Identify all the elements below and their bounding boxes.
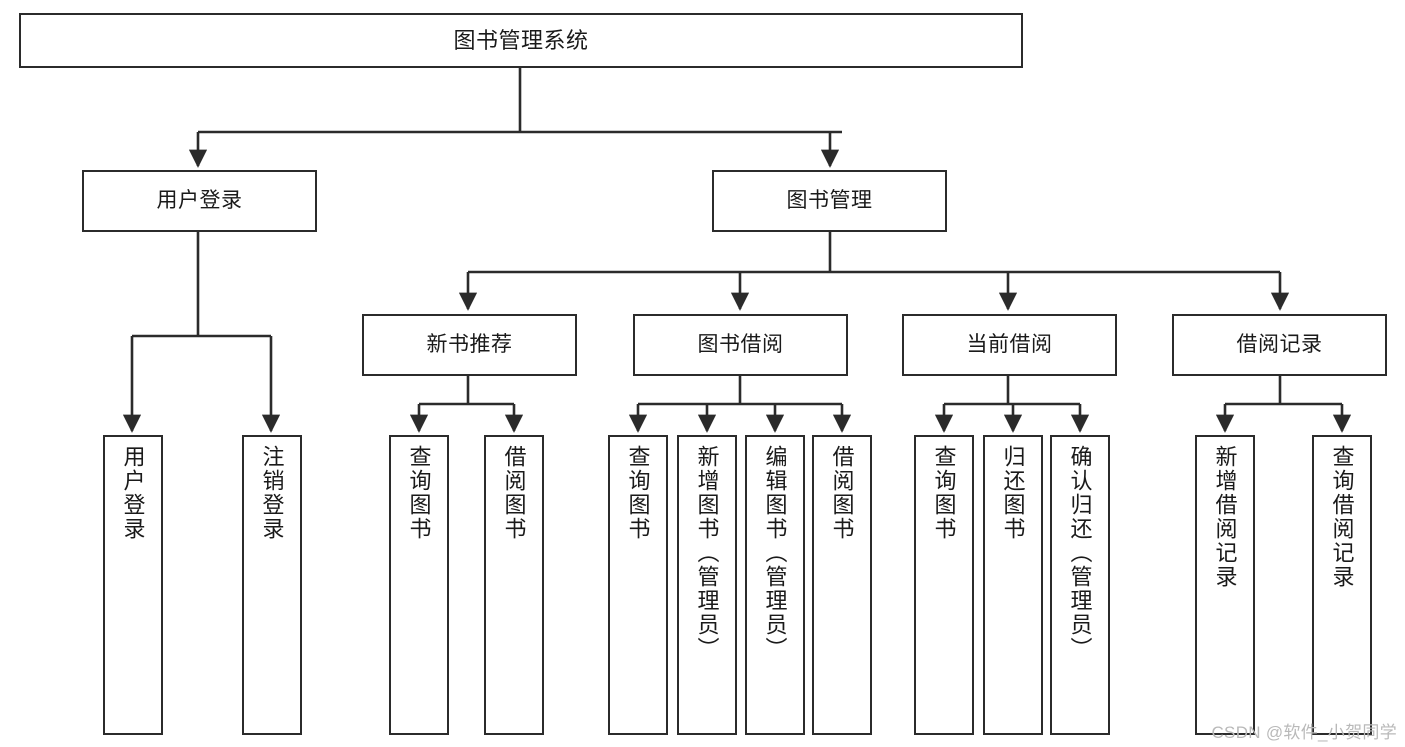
node-label: 新书推荐 (426, 332, 513, 356)
leaf-user-login-logout[interactable]: 注销登录 (242, 435, 302, 735)
leaf-new-book-query[interactable]: 查询图书 (389, 435, 449, 735)
node-label: 图书管理系统 (453, 27, 589, 53)
node-label: 查询图书 (625, 445, 651, 541)
leaf-current-borrow-return[interactable]: 归还图书 (983, 435, 1043, 735)
node-label: 借阅图书 (829, 445, 855, 541)
node-new-book-recommend[interactable]: 新书推荐 (362, 314, 577, 376)
leaf-user-login-login[interactable]: 用户登录 (103, 435, 163, 735)
leaf-current-borrow-query[interactable]: 查询图书 (914, 435, 974, 735)
node-label: 借阅记录 (1236, 332, 1323, 356)
leaf-borrow-record-query[interactable]: 查询借阅记录 (1312, 435, 1372, 735)
node-label: 图书借阅 (697, 332, 784, 356)
watermark-text: CSDN @软件_小贺同学 (1211, 723, 1397, 742)
node-label: 用户登录 (120, 445, 146, 541)
node-label: 确认归还（管理员） (1067, 445, 1093, 661)
node-label: 用户登录 (156, 188, 243, 212)
leaf-book-borrow-query[interactable]: 查询图书 (608, 435, 668, 735)
leaf-borrow-record-add[interactable]: 新增借阅记录 (1195, 435, 1255, 735)
node-label: 借阅图书 (501, 445, 527, 541)
leaf-current-borrow-confirm-return[interactable]: 确认归还（管理员） (1050, 435, 1110, 735)
node-root-system[interactable]: 图书管理系统 (19, 13, 1023, 68)
node-label: 注销登录 (259, 445, 285, 541)
leaf-book-borrow-borrow[interactable]: 借阅图书 (812, 435, 872, 735)
node-borrow-record[interactable]: 借阅记录 (1172, 314, 1387, 376)
node-label: 查询图书 (931, 445, 957, 541)
node-label: 新增图书（管理员） (694, 445, 720, 661)
node-label: 归还图书 (1000, 445, 1026, 541)
leaf-book-borrow-add[interactable]: 新增图书（管理员） (677, 435, 737, 735)
node-label: 查询借阅记录 (1329, 445, 1355, 589)
leaf-new-book-borrow[interactable]: 借阅图书 (484, 435, 544, 735)
node-label: 查询图书 (406, 445, 432, 541)
node-book-borrow[interactable]: 图书借阅 (633, 314, 848, 376)
node-label: 新增借阅记录 (1212, 445, 1238, 589)
node-label: 当前借阅 (966, 332, 1053, 356)
node-label: 编辑图书（管理员） (762, 445, 788, 661)
node-current-borrow[interactable]: 当前借阅 (902, 314, 1117, 376)
node-label: 图书管理 (786, 188, 873, 212)
node-user-login[interactable]: 用户登录 (82, 170, 317, 232)
node-book-management[interactable]: 图书管理 (712, 170, 947, 232)
leaf-book-borrow-edit[interactable]: 编辑图书（管理员） (745, 435, 805, 735)
